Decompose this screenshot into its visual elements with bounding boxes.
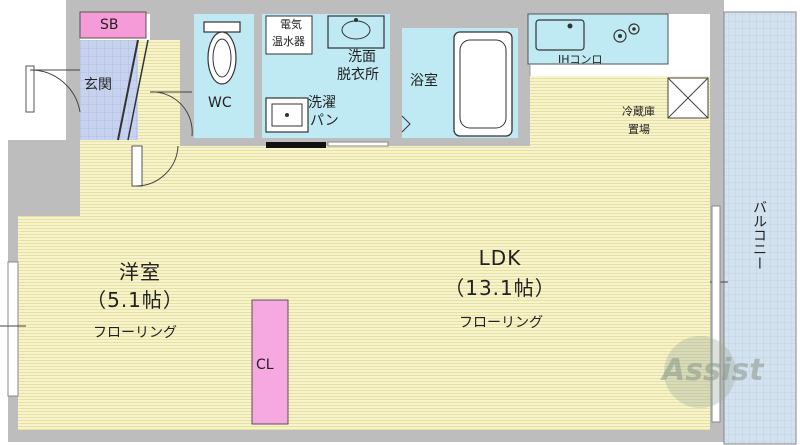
wall-bottom [8, 430, 720, 442]
fridge-label-2: 置場 [628, 123, 650, 136]
washer-label-1: 洗濯 [308, 95, 336, 111]
hall-door-swing [135, 145, 179, 187]
watermark-text: Assist [662, 353, 764, 388]
left-window [7, 261, 19, 397]
water-heater-label-2: 温水器 [272, 35, 305, 48]
closet [251, 299, 289, 425]
shoe-box [79, 11, 147, 39]
ldk-floor [18, 76, 710, 430]
western-room-label: 洋室 [119, 260, 161, 284]
western-room-size: （5.1帖） [86, 288, 184, 312]
ldk-label: LDK [478, 246, 522, 270]
water-heater-box [265, 15, 313, 55]
toilet-icon [207, 31, 237, 85]
western-room-floor: フローリング [93, 325, 177, 341]
wall-top [66, 0, 722, 14]
balcony-window [711, 205, 721, 423]
entrance-door-swing [29, 69, 81, 113]
washroom-label-2: 脱衣所 [337, 67, 379, 83]
washer-label-2: パン [310, 113, 339, 129]
balcony-label: バルコニー [751, 200, 767, 270]
ldk-floor: フローリング [459, 315, 543, 331]
fridge-label-1: 冷蔵庫 [622, 105, 655, 118]
burner-icon [613, 29, 627, 43]
sink-icon [535, 19, 585, 51]
wash-basin-icon [327, 15, 385, 49]
ih-stove-label: IHコンロ [558, 53, 603, 66]
sb-label: SB [100, 17, 119, 33]
washroom-label-1: 洗面 [348, 49, 376, 65]
bathroom-label: 浴室 [410, 73, 438, 89]
balcony [723, 11, 797, 445]
wall-block-left [8, 140, 80, 216]
entrance-label: 玄関 [84, 77, 112, 93]
faucet-icon [567, 23, 573, 29]
burner-icon [628, 23, 640, 35]
bathtub-icon [453, 31, 513, 137]
entrance-step-line [117, 39, 139, 141]
watermark-logo [664, 336, 736, 408]
wc-label: WC [208, 95, 232, 111]
closet-label: CL [256, 357, 274, 373]
ldk-size: （13.1帖） [444, 276, 556, 300]
kitchen-counter [527, 13, 669, 65]
water-heater-label-1: 電気 [280, 18, 302, 31]
